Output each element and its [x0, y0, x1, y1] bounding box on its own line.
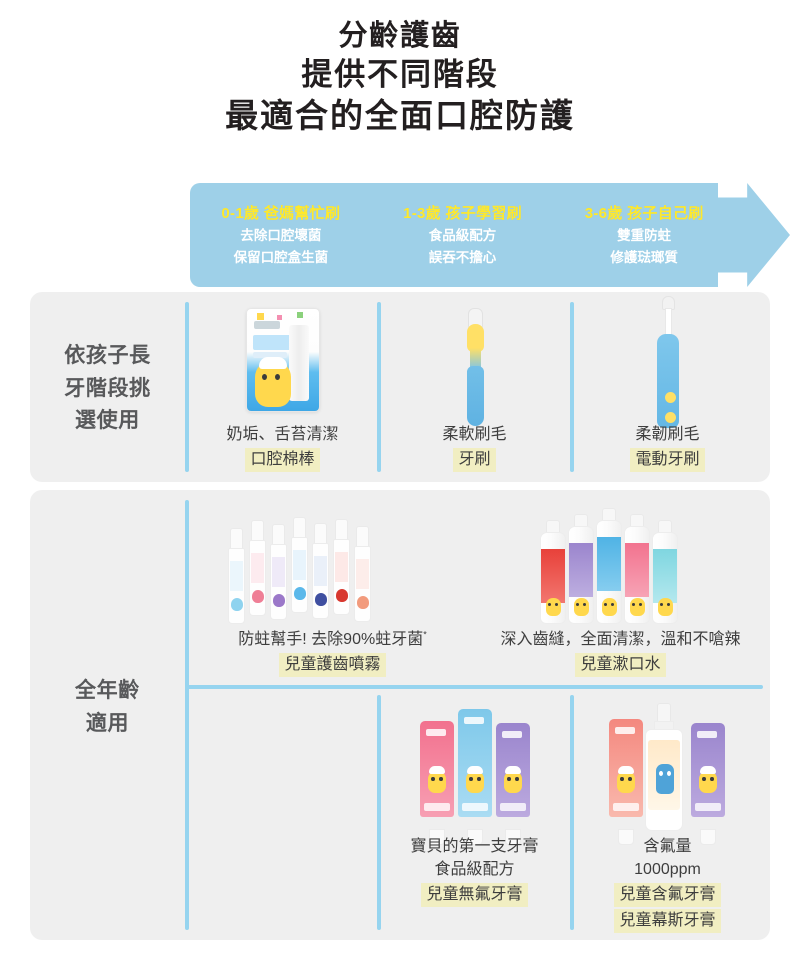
age-stage-benefit-1: 去除口腔壞菌: [240, 228, 322, 244]
age-stage-benefit-1: 食品級配方: [428, 228, 497, 244]
column-divider: [570, 302, 574, 472]
section-label-line: 全年齡: [75, 679, 140, 702]
product-tag: 兒童幕斯牙膏: [614, 908, 721, 933]
product-caption-footnote: *: [423, 629, 427, 640]
age-stage-3-6: 3-6歲 孩子自己刷 雙重防蛀 修護琺瑯質: [553, 202, 735, 268]
toothpaste-tubes-icon: [418, 705, 532, 845]
product-tag: 口腔棉棒: [245, 448, 320, 472]
column-divider: [570, 695, 574, 930]
section-label-line: 適用: [85, 711, 130, 735]
title-line-1: 分齡護齒: [338, 20, 462, 52]
page-title: 分齡護齒 提供不同階段 最適合的全面口腔防護: [0, 18, 800, 137]
product-caption-line-1: 含氟量: [643, 838, 692, 855]
age-stage-arrow-banner: 0-1歲 爸媽幫忙刷 去除口腔壞菌 保留口腔盒生菌 1-3歲 孩子學習刷 食品級…: [190, 183, 790, 287]
section-label-all-ages: 全年齡 適用: [30, 675, 185, 740]
product-tag: 電動牙刷: [630, 448, 705, 472]
fluoride-mousse-icon: [609, 699, 729, 845]
section-label-line: 牙階段挑: [64, 376, 151, 400]
product-caption: 柔韌刷毛: [635, 426, 700, 443]
age-stage-benefit-2: 修護琺瑯質: [610, 249, 678, 265]
product-tag: 兒童含氟牙膏: [614, 883, 721, 907]
product-caption-line-1: 寶貝的第一支牙膏: [410, 838, 539, 855]
product-tag: 牙刷: [453, 448, 496, 472]
age-stage-label: 1-3歲 孩子學習刷: [403, 204, 522, 222]
product-caption: 柔軟刷毛: [442, 426, 507, 443]
section-label-line: 選使用: [75, 409, 140, 433]
age-stage-benefit-1: 雙重防蛀: [617, 228, 672, 244]
product-caption-text: 防蛀幫手! 去除90%蛀牙菌: [238, 631, 424, 648]
section-label-by-tooth-stage: 依孩子長 牙階段挑 選使用: [30, 340, 185, 438]
age-stage-benefit-2: 誤吞不擔心: [428, 249, 497, 265]
row-divider: [185, 685, 763, 689]
product-caption-line-2: 食品級配方: [434, 861, 515, 879]
title-line-2: 提供不同階段: [301, 57, 499, 93]
title-line-3: 最適合的全面口腔防護: [225, 96, 575, 134]
column-divider: [185, 500, 189, 930]
product-tag: 兒童漱口水: [575, 653, 666, 677]
section-panel-all-ages: 全年齡 適用 防蛀幫手! 去除90%蛀牙菌* 兒童護齒噴霧: [30, 490, 770, 940]
spray-bottles-icon: [228, 510, 438, 624]
age-stage-1-3: 1-3歲 孩子學習刷 食品級配方 誤吞不擔心: [372, 202, 554, 268]
product-caption: 奶垢、舌苔清潔: [226, 426, 339, 443]
age-stage-0-1: 0-1歲 爸媽幫忙刷 去除口腔壞菌 保留口腔盒生菌: [190, 202, 372, 268]
column-divider: [377, 302, 381, 472]
section-panel-by-tooth-stage: 依孩子長 牙階段挑 選使用 奶垢、舌苔清潔 口腔棉棒: [30, 292, 770, 482]
column-divider: [185, 302, 189, 472]
mouthwash-bottles-icon: [540, 506, 700, 624]
product-tag: 兒童護齒噴霧: [279, 653, 386, 677]
product-caption-line-2: 1000ppm: [634, 861, 701, 879]
age-stage-label: 0-1歲 爸媽幫忙刷: [221, 204, 341, 222]
section-label-line: 依孩子長: [64, 344, 151, 367]
arrow-body-shape: [190, 183, 718, 287]
product-tag: 兒童無氟牙膏: [421, 883, 528, 907]
age-stage-benefit-2: 保留口腔盒生菌: [233, 249, 329, 265]
product-caption: 防蛀幫手! 去除90%蛀牙菌*: [190, 628, 475, 651]
age-stage-label: 3-6歲 孩子自己刷: [584, 204, 704, 222]
column-divider: [377, 695, 381, 930]
product-caption: 深入齒縫，全面清潔，溫和不嗆辣: [500, 631, 741, 648]
